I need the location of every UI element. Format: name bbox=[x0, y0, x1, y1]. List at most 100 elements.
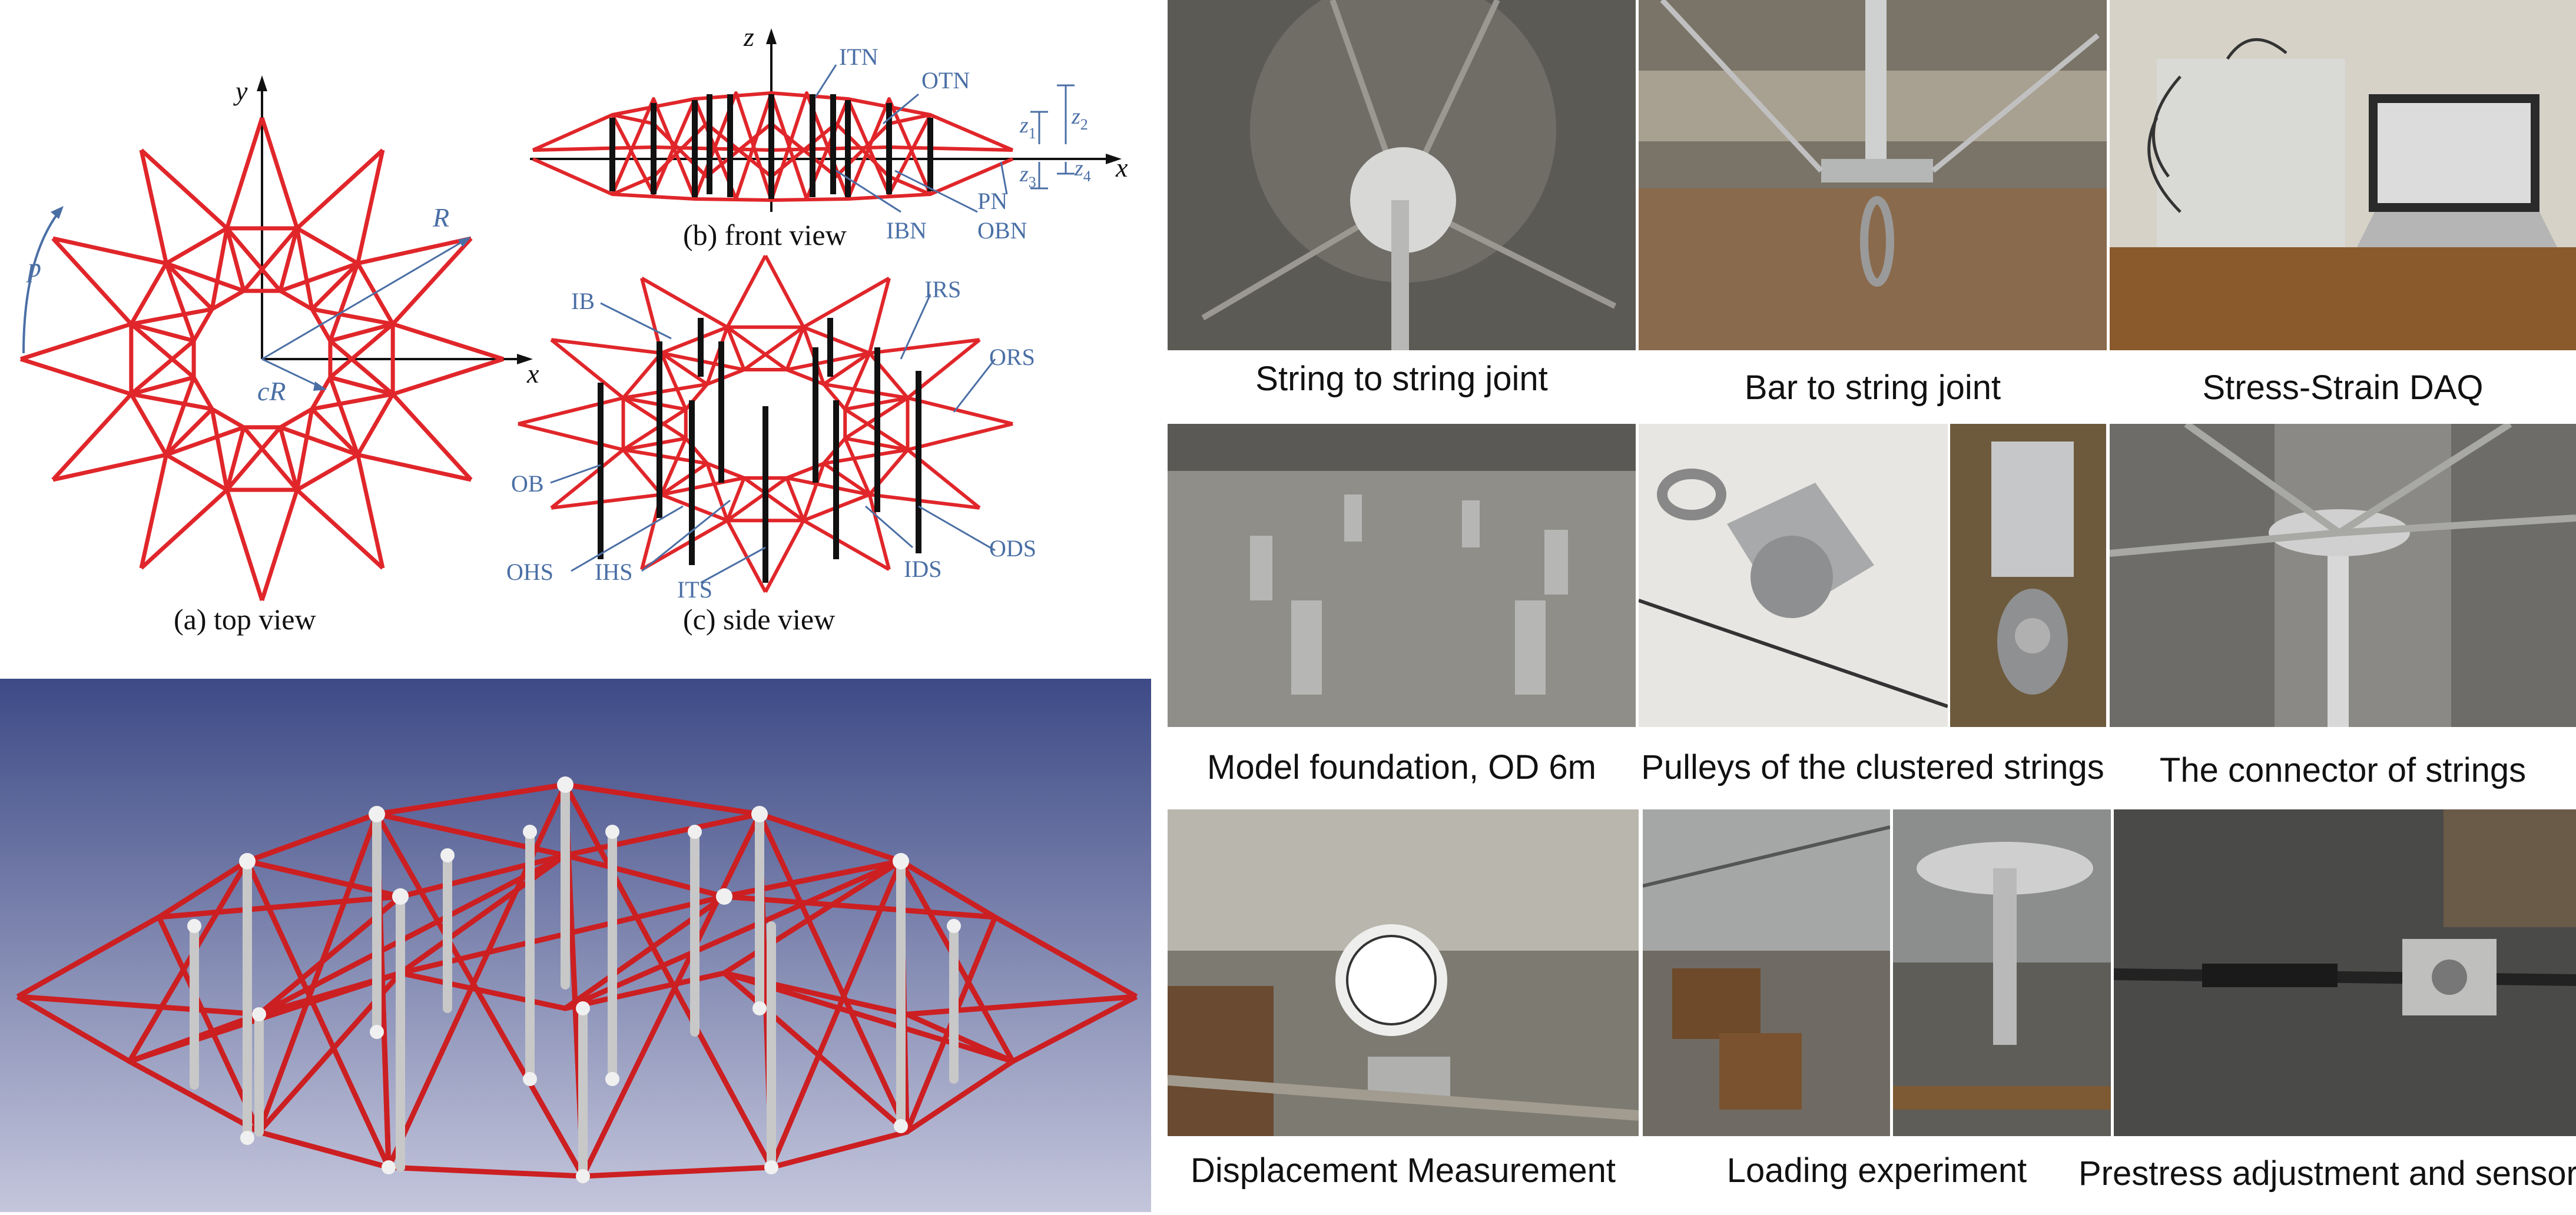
member-line bbox=[19, 322, 132, 361]
caption-displacement-measurement: Displacement Measurement bbox=[1190, 1151, 1616, 1190]
member-line bbox=[131, 307, 213, 326]
member-line bbox=[260, 117, 299, 229]
member-line bbox=[329, 322, 394, 379]
member-line bbox=[725, 477, 746, 522]
photo-prestress-sensor bbox=[2114, 809, 2576, 1136]
z-axis-label: z bbox=[743, 22, 754, 52]
member-line bbox=[279, 261, 359, 293]
member-line bbox=[622, 396, 687, 440]
member-line bbox=[165, 425, 245, 457]
member-line bbox=[192, 376, 214, 410]
front-x-axis-label: x bbox=[1115, 152, 1128, 182]
member-line bbox=[210, 409, 229, 490]
member-line bbox=[164, 376, 196, 456]
member-line bbox=[130, 322, 194, 343]
member-line bbox=[785, 477, 805, 522]
member-line bbox=[130, 339, 195, 396]
member-line bbox=[278, 227, 299, 291]
front-view-caption: (b) front view bbox=[683, 218, 847, 251]
cR-label: cR bbox=[257, 376, 286, 406]
inner-radius-line bbox=[261, 358, 324, 390]
member-line bbox=[803, 326, 870, 355]
member-line bbox=[192, 308, 214, 342]
member-line bbox=[843, 352, 871, 410]
ohs-label: OHS bbox=[506, 559, 553, 585]
member-line bbox=[51, 393, 133, 482]
caption-prestress-adjustment: Prestress adjustment and sensor bbox=[2078, 1154, 2576, 1193]
z3-label: z3 bbox=[1019, 162, 1036, 191]
member-line bbox=[242, 227, 299, 293]
member-line bbox=[129, 262, 168, 326]
member-line bbox=[311, 307, 393, 326]
photo-model-foundation bbox=[1168, 424, 1636, 727]
member-line bbox=[279, 289, 313, 311]
member-line bbox=[550, 338, 625, 400]
member-line bbox=[801, 463, 825, 522]
ihs-label: IHS bbox=[595, 559, 632, 585]
member-line bbox=[310, 261, 360, 311]
member-line bbox=[622, 396, 687, 411]
member-line bbox=[823, 462, 871, 496]
member-line bbox=[785, 326, 805, 371]
member-line bbox=[211, 407, 245, 429]
top-view-caption: (a) top view bbox=[174, 603, 316, 636]
member-line bbox=[869, 493, 980, 510]
member-line bbox=[225, 489, 264, 602]
member-line bbox=[356, 454, 385, 569]
member-line bbox=[622, 351, 663, 399]
member-line bbox=[786, 476, 870, 497]
member-line bbox=[164, 263, 196, 342]
z1-label: z1 bbox=[1019, 113, 1036, 142]
ob-label: OB bbox=[511, 470, 544, 497]
member-line bbox=[225, 427, 246, 491]
caption-connector-of-strings: The connector of strings bbox=[2159, 751, 2527, 789]
member-line bbox=[19, 357, 132, 396]
photo-stress-strain-daq bbox=[2110, 0, 2576, 350]
member-line bbox=[310, 376, 332, 410]
member-line bbox=[225, 227, 282, 293]
member-line bbox=[139, 150, 168, 264]
member-line bbox=[260, 489, 299, 602]
member-line bbox=[659, 352, 688, 410]
caption-model-foundation: Model foundation, OD 6m bbox=[1207, 748, 1596, 786]
member-line bbox=[706, 368, 745, 386]
ib-label: IB bbox=[571, 288, 595, 314]
member-line bbox=[764, 519, 805, 593]
member-line bbox=[743, 476, 805, 522]
member-line bbox=[726, 326, 788, 371]
front-view-diagram: z x ITN OTN IBN OBN PN z1 z2 z3 z4 bbox=[530, 22, 1128, 244]
caption-bar-to-string-joint: Bar to string joint bbox=[1744, 369, 2001, 407]
member-line bbox=[330, 322, 394, 343]
ibn-label: IBN bbox=[886, 217, 927, 244]
member-line bbox=[706, 462, 745, 480]
member-line bbox=[867, 277, 891, 354]
member-line bbox=[130, 375, 194, 396]
member-line bbox=[661, 476, 745, 497]
member-line bbox=[640, 277, 664, 354]
member-line bbox=[551, 493, 662, 510]
member-line bbox=[279, 407, 313, 429]
member-line bbox=[803, 277, 890, 329]
y-axis-label: y bbox=[233, 76, 248, 106]
3d-render-view bbox=[0, 679, 1151, 1212]
member-line bbox=[210, 228, 229, 310]
member-line bbox=[622, 436, 687, 452]
ids-label: IDS bbox=[904, 556, 941, 582]
member-line bbox=[725, 254, 767, 328]
member-line bbox=[803, 519, 890, 571]
member-line bbox=[869, 338, 980, 355]
member-line bbox=[296, 226, 359, 265]
member-line bbox=[822, 383, 847, 411]
member-line bbox=[51, 237, 133, 326]
photo-bar-to-string-joint bbox=[1639, 0, 2107, 350]
member-line bbox=[296, 488, 384, 570]
member-line bbox=[356, 150, 385, 264]
member-line bbox=[310, 407, 360, 457]
ods-label: ODS bbox=[989, 535, 1036, 562]
member-line bbox=[392, 357, 505, 396]
member-line bbox=[52, 236, 167, 265]
member-line bbox=[165, 453, 228, 492]
pn-label: PN bbox=[977, 188, 1007, 214]
photo-pulley-side bbox=[1950, 424, 2106, 727]
member-line bbox=[296, 453, 359, 492]
